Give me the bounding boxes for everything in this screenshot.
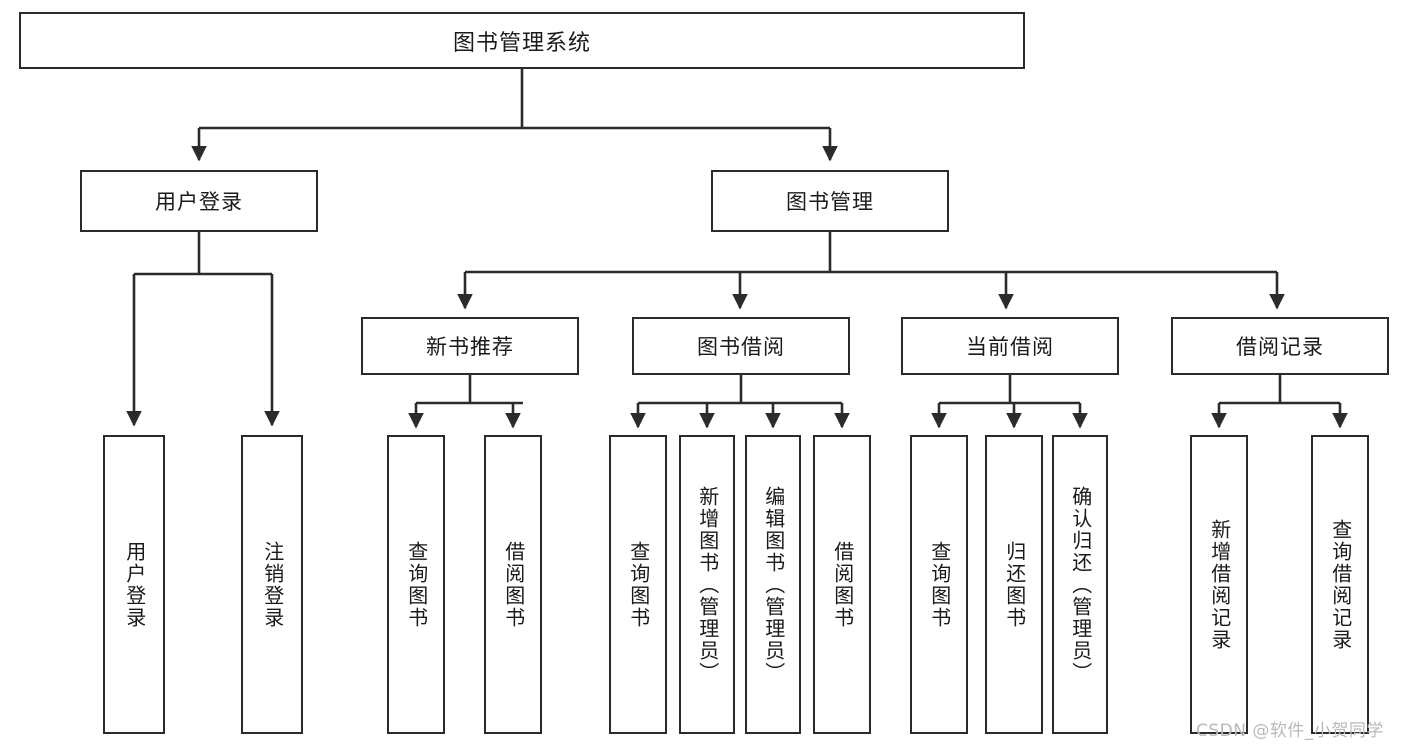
node-book-borrow[interactable]: 图书借阅 (632, 317, 850, 375)
node-book-management[interactable]: 图书管理 (711, 170, 949, 232)
leaf-borrow-book-newbook[interactable]: 借阅图书 (484, 435, 542, 734)
csdn-watermark: CSDN @软件_小贺同学 (1196, 721, 1384, 741)
node-user-login[interactable]: 用户登录 (80, 170, 318, 232)
leaf-add-borrow-record[interactable]: 新增借阅记录 (1190, 435, 1248, 734)
leaf-edit-book-admin[interactable]: 编辑图书（管理员） (745, 435, 801, 734)
leaf-add-book-admin[interactable]: 新增图书（管理员） (679, 435, 735, 734)
leaf-user-login[interactable]: 用户登录 (103, 435, 165, 734)
leaf-return-book[interactable]: 归还图书 (985, 435, 1043, 734)
leaf-query-borrow-record[interactable]: 查询借阅记录 (1311, 435, 1369, 734)
node-borrow-record[interactable]: 借阅记录 (1171, 317, 1389, 375)
leaf-confirm-return-admin[interactable]: 确认归还（管理员） (1052, 435, 1108, 734)
node-new-book-recommend[interactable]: 新书推荐 (361, 317, 579, 375)
leaf-query-book-newbook[interactable]: 查询图书 (387, 435, 445, 734)
node-root-system[interactable]: 图书管理系统 (19, 12, 1025, 69)
leaf-query-book-borrow[interactable]: 查询图书 (609, 435, 667, 734)
leaf-query-book-current[interactable]: 查询图书 (910, 435, 968, 734)
node-current-borrow[interactable]: 当前借阅 (901, 317, 1119, 375)
leaf-borrow-book[interactable]: 借阅图书 (813, 435, 871, 734)
leaf-user-logout[interactable]: 注销登录 (241, 435, 303, 734)
